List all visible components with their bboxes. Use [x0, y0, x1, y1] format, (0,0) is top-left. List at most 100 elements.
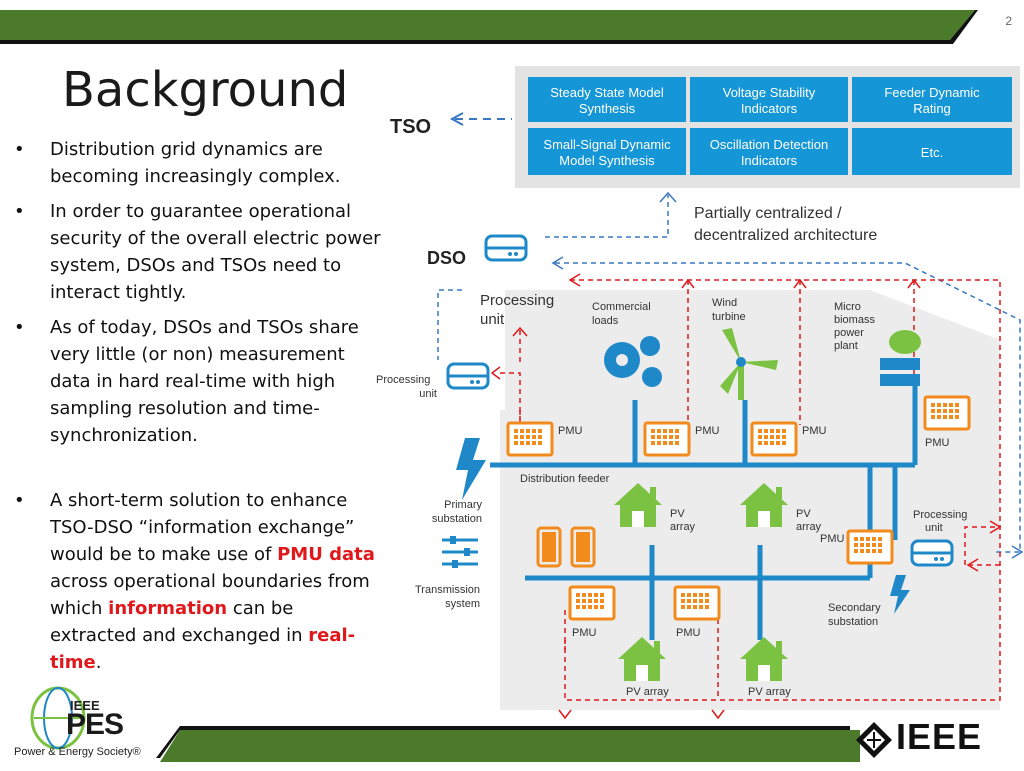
svg-text:array: array — [670, 521, 696, 533]
processing-unit-icon — [910, 539, 954, 567]
ieee-logo: IEEE — [854, 716, 1024, 760]
bullet-text: As of today, DSOs and TSOs share very li… — [50, 317, 359, 446]
processing-unit-icon — [446, 362, 490, 390]
svg-text:PMU: PMU — [676, 627, 701, 639]
function-box: Etc. — [852, 128, 1012, 175]
svg-text:Indicators: Indicators — [741, 153, 798, 168]
bullet-item: • A short-term solution to enhance TSO-DS… — [14, 487, 384, 676]
architecture-label: Partially centralized / — [694, 205, 842, 222]
bullet-item: • Distribution grid dynamics are becoming… — [14, 136, 384, 190]
ieee-diamond-icon — [856, 722, 892, 758]
pmu-icon — [673, 585, 721, 621]
bullet-text: A short-term solution to enhance TSO-DSO… — [50, 490, 375, 673]
gears-icon — [604, 336, 662, 387]
svg-text:substation: substation — [432, 513, 482, 525]
page-number: 2 — [1005, 14, 1012, 28]
globe-icon — [30, 686, 86, 750]
architecture-diagram: Steady State Model Synthesis Voltage Sta… — [376, 66, 1024, 720]
svg-text:PMU: PMU — [925, 437, 950, 449]
function-box: Oscillation Detection Indicators — [690, 128, 848, 175]
svg-text:Voltage Stability: Voltage Stability — [723, 85, 816, 100]
svg-text:turbine: turbine — [712, 311, 746, 323]
bullet-list: • Distribution grid dynamics are becoming… — [14, 136, 384, 684]
lightning-icon — [890, 575, 910, 614]
svg-text:Model Synthesis: Model Synthesis — [559, 153, 655, 168]
bullet-text-part: A short-term solution to enhance TSO-DSO… — [50, 490, 355, 565]
svg-text:plant: plant — [834, 340, 858, 352]
bullet-item: • In order to guarantee operational secur… — [14, 198, 384, 306]
distribution-feeder-label: Distribution feeder — [520, 473, 610, 485]
svg-text:unit: unit — [925, 522, 943, 534]
ieee-logo-text: IEEE — [896, 716, 983, 757]
top-banner — [0, 10, 978, 44]
svg-text:power: power — [834, 327, 864, 339]
bullet-dot: • — [14, 317, 25, 338]
bullet-text-part: can be extracted and exchanged in — [50, 598, 309, 646]
svg-text:PMU: PMU — [558, 425, 583, 437]
pmu-icon — [568, 585, 616, 621]
svg-text:Processing: Processing — [480, 292, 554, 309]
bullet-text-part: . — [95, 652, 102, 673]
svg-text:PMU: PMU — [572, 627, 597, 639]
svg-text:system: system — [445, 598, 480, 610]
wind-turbine-icon — [720, 328, 778, 400]
svg-text:substation: substation — [828, 616, 878, 628]
lightning-icon — [456, 438, 486, 500]
svg-text:Micro: Micro — [834, 301, 861, 313]
function-box: Small-Signal Dynamic Model Synthesis — [528, 128, 686, 175]
svg-text:Processing: Processing — [376, 374, 430, 386]
svg-text:PV: PV — [796, 508, 811, 520]
svg-text:Primary: Primary — [444, 499, 482, 511]
pes-tagline: Power & Energy Society® — [14, 746, 141, 758]
bullet-text: Distribution grid dynamics are becoming … — [50, 139, 341, 187]
tso-label: TSO — [390, 116, 431, 138]
svg-text:Steady State Model: Steady State Model — [550, 85, 664, 100]
svg-text:PV array: PV array — [626, 686, 669, 698]
pmu-icon — [750, 421, 798, 457]
svg-text:biomass: biomass — [834, 314, 875, 326]
svg-text:loads: loads — [592, 315, 619, 327]
svg-text:unit: unit — [419, 388, 437, 400]
svg-text:decentralized architecture: decentralized architecture — [694, 227, 877, 244]
svg-text:PV array: PV array — [748, 686, 791, 698]
highlight-real-time: real-time — [50, 625, 356, 673]
dso-server-icon — [484, 234, 528, 262]
ieee-pes-logo: IEEE PES Power & Energy Society® — [14, 676, 164, 766]
slide-title: Background — [62, 62, 349, 118]
pmu-icon — [506, 421, 554, 457]
svg-text:PMU: PMU — [820, 533, 845, 545]
svg-text:Indicators: Indicators — [741, 101, 798, 116]
svg-text:Etc.: Etc. — [921, 145, 943, 160]
bullet-dot: • — [14, 139, 25, 160]
function-box: Voltage Stability Indicators — [690, 77, 848, 122]
pmu-icon — [846, 529, 894, 565]
bullet-dot: • — [14, 201, 25, 222]
svg-text:Synthesis: Synthesis — [579, 101, 636, 116]
svg-text:PV: PV — [670, 508, 685, 520]
svg-text:Transmission: Transmission — [415, 584, 480, 596]
svg-text:Small-Signal Dynamic: Small-Signal Dynamic — [543, 137, 671, 152]
battery-icon — [536, 526, 596, 568]
dso-label: DSO — [427, 248, 466, 268]
bullet-text: In order to guarantee operational securi… — [50, 201, 381, 303]
svg-text:Rating: Rating — [913, 101, 951, 116]
svg-text:array: array — [796, 521, 822, 533]
function-box: Steady State Model Synthesis — [528, 77, 686, 122]
sliders-icon — [442, 538, 478, 566]
svg-text:PMU: PMU — [802, 425, 827, 437]
highlight-information: information — [108, 598, 228, 619]
bullet-text-part: across operational boundaries from which — [50, 571, 370, 619]
bottom-banner — [156, 726, 860, 762]
svg-text:Secondary: Secondary — [828, 602, 881, 614]
pmu-icon — [923, 395, 971, 431]
bullet-dot: • — [14, 490, 25, 511]
biomass-icon — [880, 330, 921, 386]
svg-text:unit: unit — [480, 311, 505, 328]
bullet-item: • As of today, DSOs and TSOs share very l… — [14, 314, 384, 449]
svg-text:Oscillation Detection: Oscillation Detection — [710, 137, 829, 152]
svg-text:Feeder Dynamic: Feeder Dynamic — [884, 85, 980, 100]
function-box: Feeder Dynamic Rating — [852, 77, 1012, 122]
svg-text:PMU: PMU — [695, 425, 720, 437]
pes-logo-ieee: IEEE — [70, 698, 100, 713]
svg-text:Wind: Wind — [712, 297, 737, 309]
